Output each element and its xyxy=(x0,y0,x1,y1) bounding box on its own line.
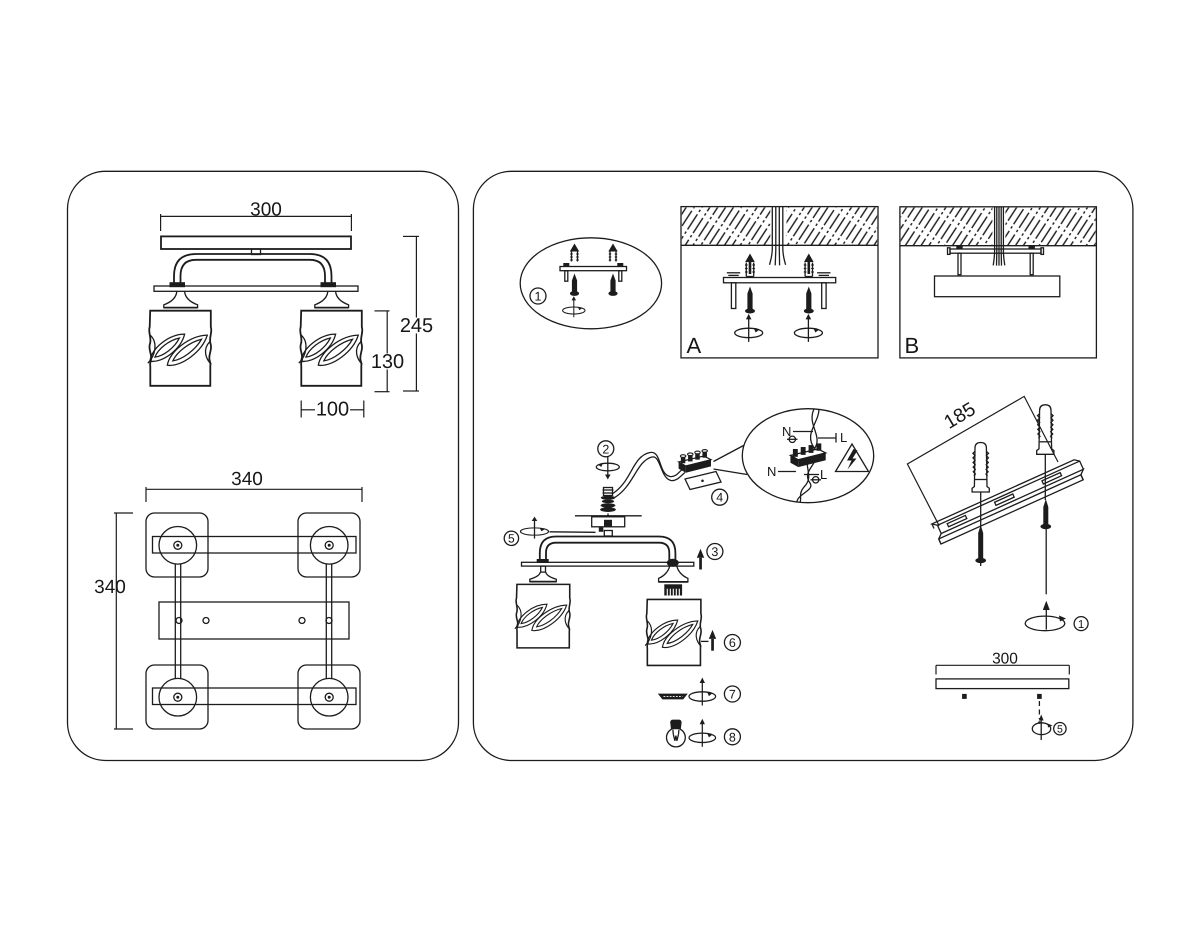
svg-text:6: 6 xyxy=(729,636,736,650)
svg-text:5: 5 xyxy=(1057,724,1063,736)
svg-text:245: 245 xyxy=(400,315,433,337)
svg-text:185: 185 xyxy=(940,398,979,434)
svg-text:N: N xyxy=(767,464,776,479)
svg-text:2: 2 xyxy=(602,442,609,456)
svg-text:340: 340 xyxy=(94,577,126,598)
svg-text:4: 4 xyxy=(716,491,723,505)
svg-text:B: B xyxy=(905,333,920,358)
svg-text:L: L xyxy=(840,430,847,445)
svg-text:5: 5 xyxy=(508,532,515,546)
svg-text:L: L xyxy=(820,467,827,482)
svg-text:300: 300 xyxy=(250,200,282,221)
svg-text:A: A xyxy=(687,333,702,358)
svg-text:8: 8 xyxy=(729,730,736,744)
svg-text:1: 1 xyxy=(1078,619,1084,631)
svg-text:1: 1 xyxy=(535,290,542,304)
svg-text:130: 130 xyxy=(371,351,404,373)
svg-text:N: N xyxy=(782,424,791,439)
svg-text:340: 340 xyxy=(231,469,263,490)
svg-text:300: 300 xyxy=(992,651,1018,668)
svg-text:7: 7 xyxy=(729,688,736,702)
svg-text:3: 3 xyxy=(711,545,718,559)
svg-text:100: 100 xyxy=(316,399,349,421)
